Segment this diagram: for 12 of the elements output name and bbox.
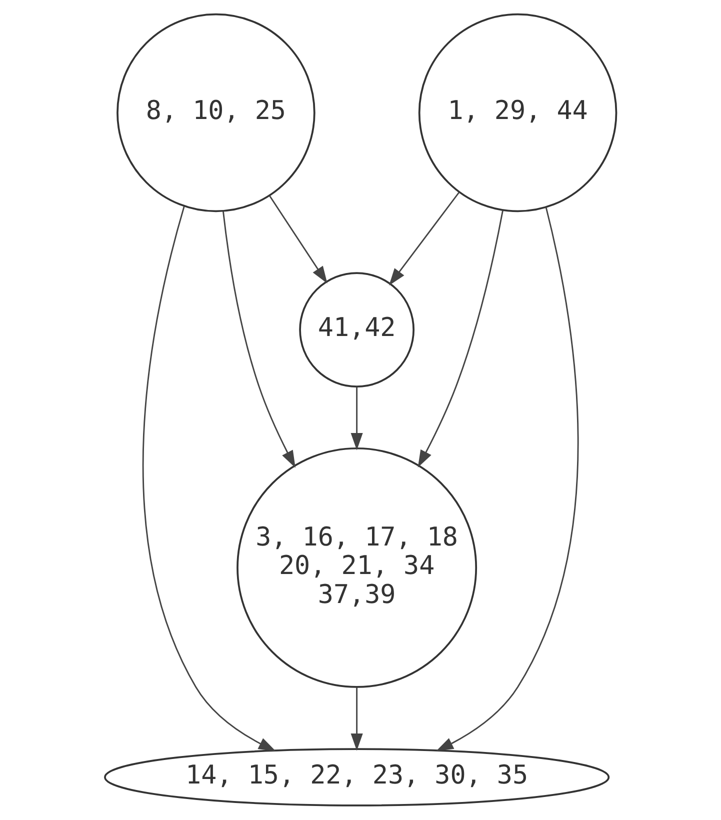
node-ellipse: 14, 15, 22, 23, 30, 35	[104, 748, 610, 806]
arrow	[269, 195, 328, 284]
arrow	[388, 192, 460, 286]
node-circle: 41,42	[299, 272, 415, 388]
arrow	[436, 207, 579, 752]
node-circle: 8, 10, 25	[116, 13, 316, 212]
arrow	[222, 211, 296, 468]
arrow	[350, 386, 363, 450]
arrow	[418, 210, 504, 468]
arrow	[350, 688, 363, 751]
node-circle: 1, 29, 44	[418, 13, 618, 212]
arrow	[142, 206, 276, 752]
